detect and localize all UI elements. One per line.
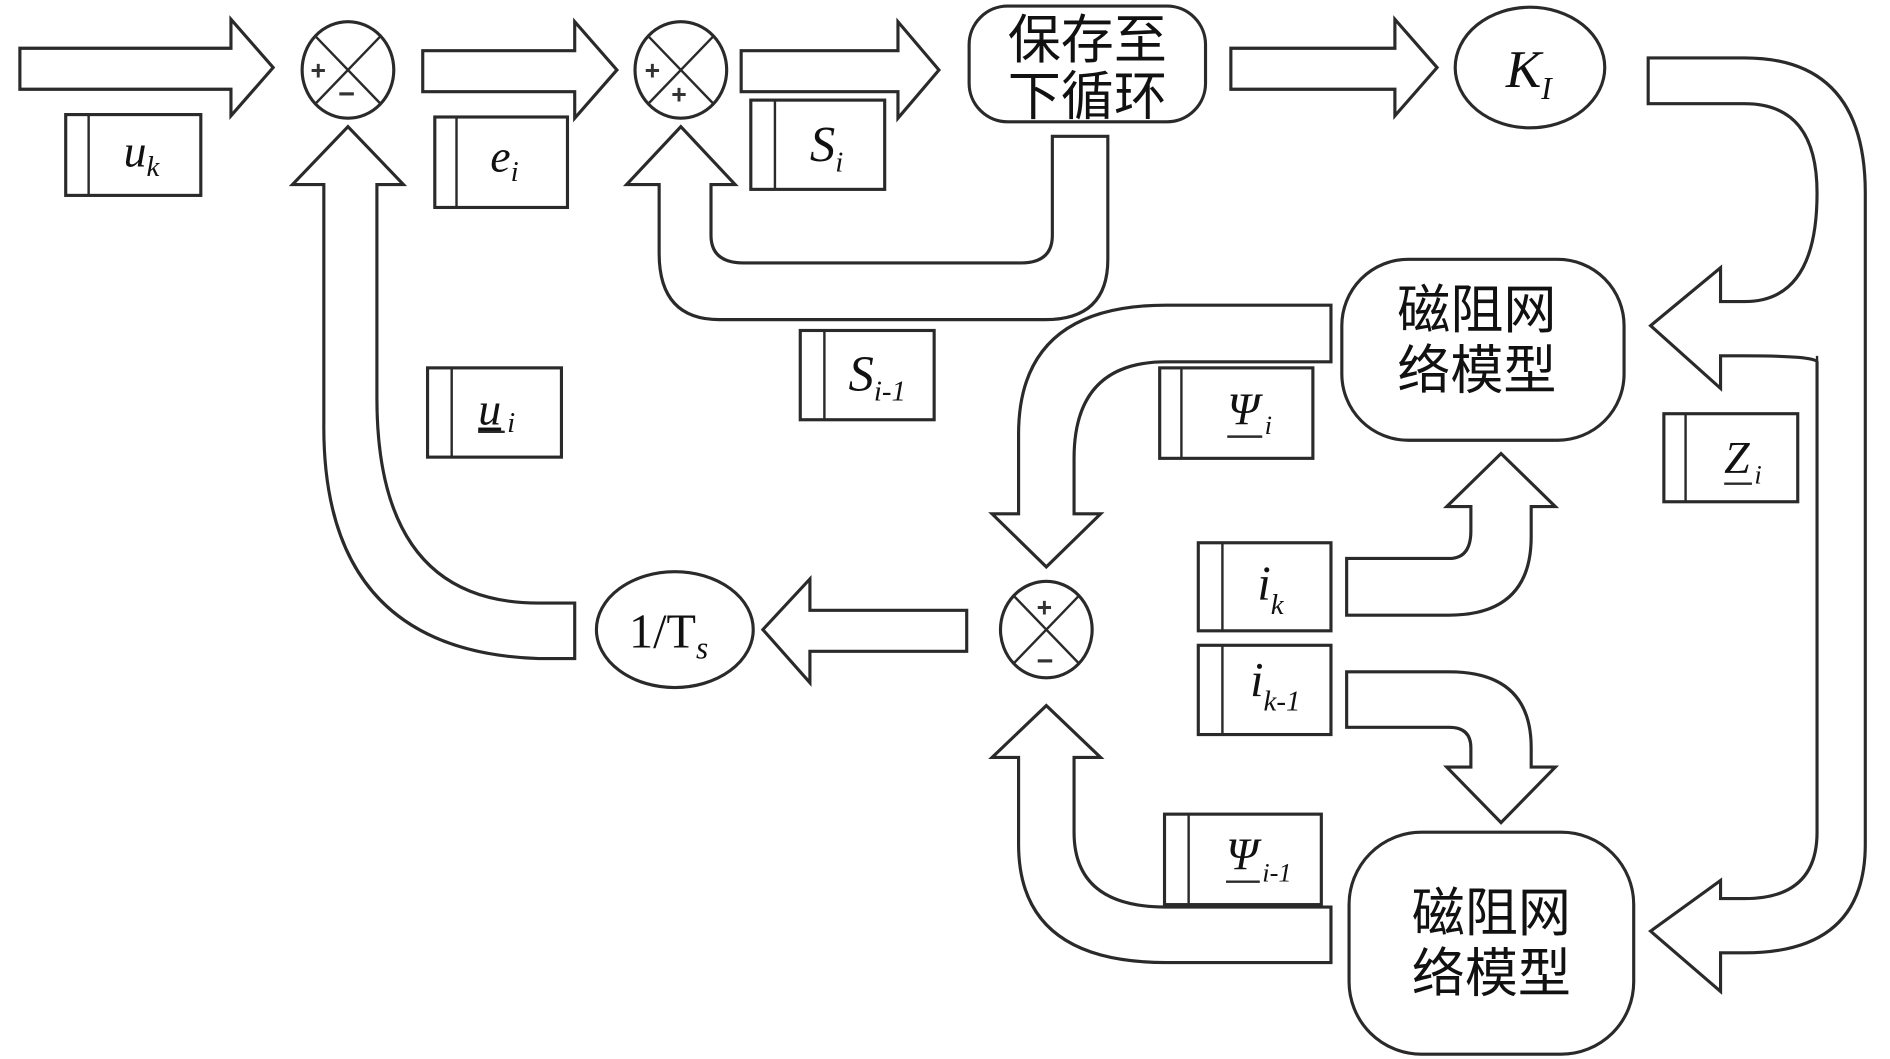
psi-i-1-arrow [988,703,1333,965]
signal-ik-prev: ik-1 [1196,643,1333,737]
save-block-line1: 保存至 [1008,9,1167,71]
svg-text:u: u [478,384,501,435]
u-feedback-arrow [288,124,577,661]
signal-psi-i: Ψ i [1158,366,1315,460]
input-arrow [18,15,276,120]
svg-text:Z: Z [1724,432,1750,483]
signal-zi: Z i [1662,412,1800,504]
reluctance-network-model-bottom: 磁阻网 络模型 [1347,830,1636,1056]
svg-text:Ψ: Ψ [1226,829,1262,880]
svg-text:ei: ei [490,130,518,188]
signal-si-prev: Si-1 [798,328,936,422]
ki-to-models-arrow [1646,56,1867,995]
ki-gain-block: KI [1453,5,1607,130]
save-to-next-loop-block: 保存至 下循环 [967,4,1208,128]
model-bottom-line2: 络模型 [1412,942,1571,1004]
s-prev-feedback-arrow [622,124,1110,322]
minus-sign: − [338,79,355,111]
sum-arrow [739,17,942,123]
svg-text:ik: ik [1257,557,1284,620]
error-arrow [421,17,620,123]
signal-ei: ei [433,115,570,210]
svg-text:i: i [507,407,515,439]
plus-sign: + [311,56,327,86]
model-top-line2: 络模型 [1397,339,1556,401]
reluctance-network-model-top: 磁阻网 络模型 [1340,257,1626,442]
minus-sign: − [1037,646,1054,678]
svg-text:ik-1: ik-1 [1250,654,1300,717]
signal-uk: uk [64,113,203,197]
svg-text:Si: Si [810,117,843,179]
plus-sign: + [645,56,661,86]
signal-psi-i-prev: Ψ i-1 [1162,812,1323,907]
svg-text:i: i [1754,460,1761,490]
inverse-ts-block: 1/Ts [594,570,755,690]
signal-ui: u i [425,366,564,459]
svg-text:i: i [1265,410,1272,440]
ts-label: 1/Ts [629,606,708,666]
sum3-to-ts-arrow [760,574,969,687]
model-bottom-line1: 磁阻网 [1412,882,1571,944]
summing-junction-3: + − [998,579,1094,680]
ki-label: KI [1505,41,1553,106]
svg-text:uk: uk [124,125,161,183]
svg-text:Si-1: Si-1 [849,346,906,408]
psi-i-arrow [988,303,1333,570]
signal-si: Si [749,98,887,191]
plus-sign: + [671,80,687,110]
svg-text:i-1: i-1 [1262,858,1291,888]
ik1-arrow [1345,670,1560,825]
plus-sign: + [1037,592,1053,622]
summing-junction-2: + + [633,20,729,120]
model-top-line1: 磁阻网 [1397,279,1556,341]
save-to-ki-arrow [1229,15,1440,120]
summing-junction-1: + − [300,20,396,120]
save-block-line2: 下循环 [1008,66,1167,128]
signal-ik: ik [1196,541,1333,633]
ik-arrow [1345,451,1560,617]
svg-text:Ψ: Ψ [1227,384,1263,435]
